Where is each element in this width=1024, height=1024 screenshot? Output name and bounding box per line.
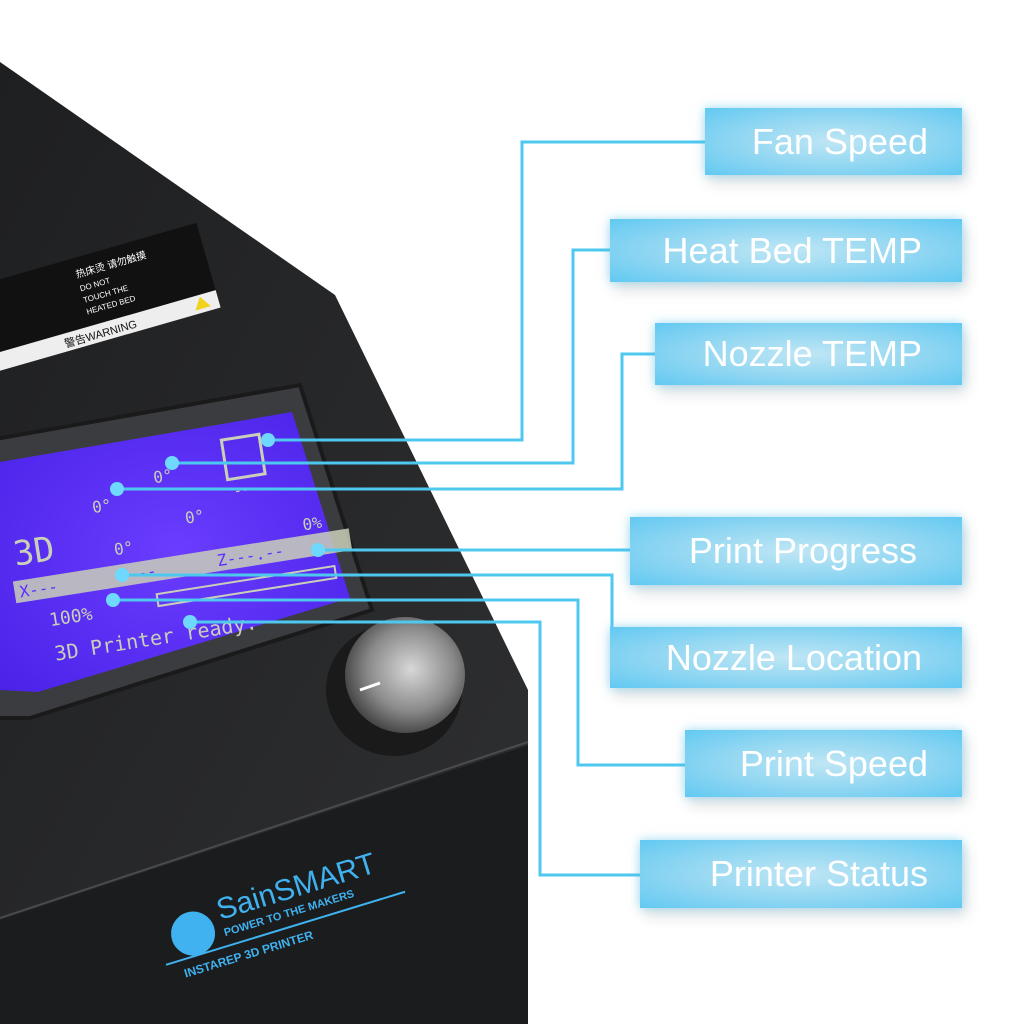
callout-line-print-speed — [113, 598, 685, 767]
label-print-progress: Print Progress — [630, 517, 962, 585]
label-printer-status: Printer Status — [640, 840, 962, 908]
label-text: Nozzle Location — [665, 636, 922, 678]
svg-text:0°: 0° — [113, 537, 135, 559]
svg-text:0°: 0° — [184, 506, 206, 528]
label-text: Heat Bed TEMP — [662, 229, 922, 271]
label-text: Print Speed — [739, 742, 928, 784]
fan-icon — [219, 432, 267, 482]
callout-line-nozzle-temp — [117, 352, 655, 491]
label-text: Printer Status — [709, 853, 928, 894]
svg-text:0°: 0° — [91, 495, 113, 517]
printer-front-face — [0, 745, 528, 1024]
callout-lines — [113, 140, 705, 877]
svg-text:3D: 3D — [11, 529, 58, 575]
warning-sticker: 热床烫 请勿触摸 DO NOT TOUCH THE HEATED BED 警告W… — [0, 222, 221, 371]
label-text: Print Progress — [688, 530, 917, 571]
label-fan-speed: Fan Speed — [705, 108, 962, 175]
label-print-speed: Print Speed — [685, 730, 962, 797]
callout-dots — [106, 433, 325, 629]
callout-line-printer-status — [190, 620, 640, 877]
callout-line-heat-bed-temp — [172, 248, 610, 465]
warning-triangle-icon — [195, 296, 211, 311]
label-text: Nozzle TEMP — [702, 333, 922, 374]
label-text: Fan Speed — [751, 120, 928, 162]
callout-line-fan-speed — [268, 140, 705, 442]
callout-line-nozzle-location — [122, 573, 614, 630]
svg-text:0°: 0° — [152, 465, 174, 487]
label-nozzle-temp: Nozzle TEMP — [655, 323, 962, 385]
label-nozzle-location: Nozzle Location — [610, 627, 962, 688]
label-heat-bed-temp: Heat Bed TEMP — [610, 219, 962, 282]
svg-text:0%: 0% — [301, 513, 323, 535]
